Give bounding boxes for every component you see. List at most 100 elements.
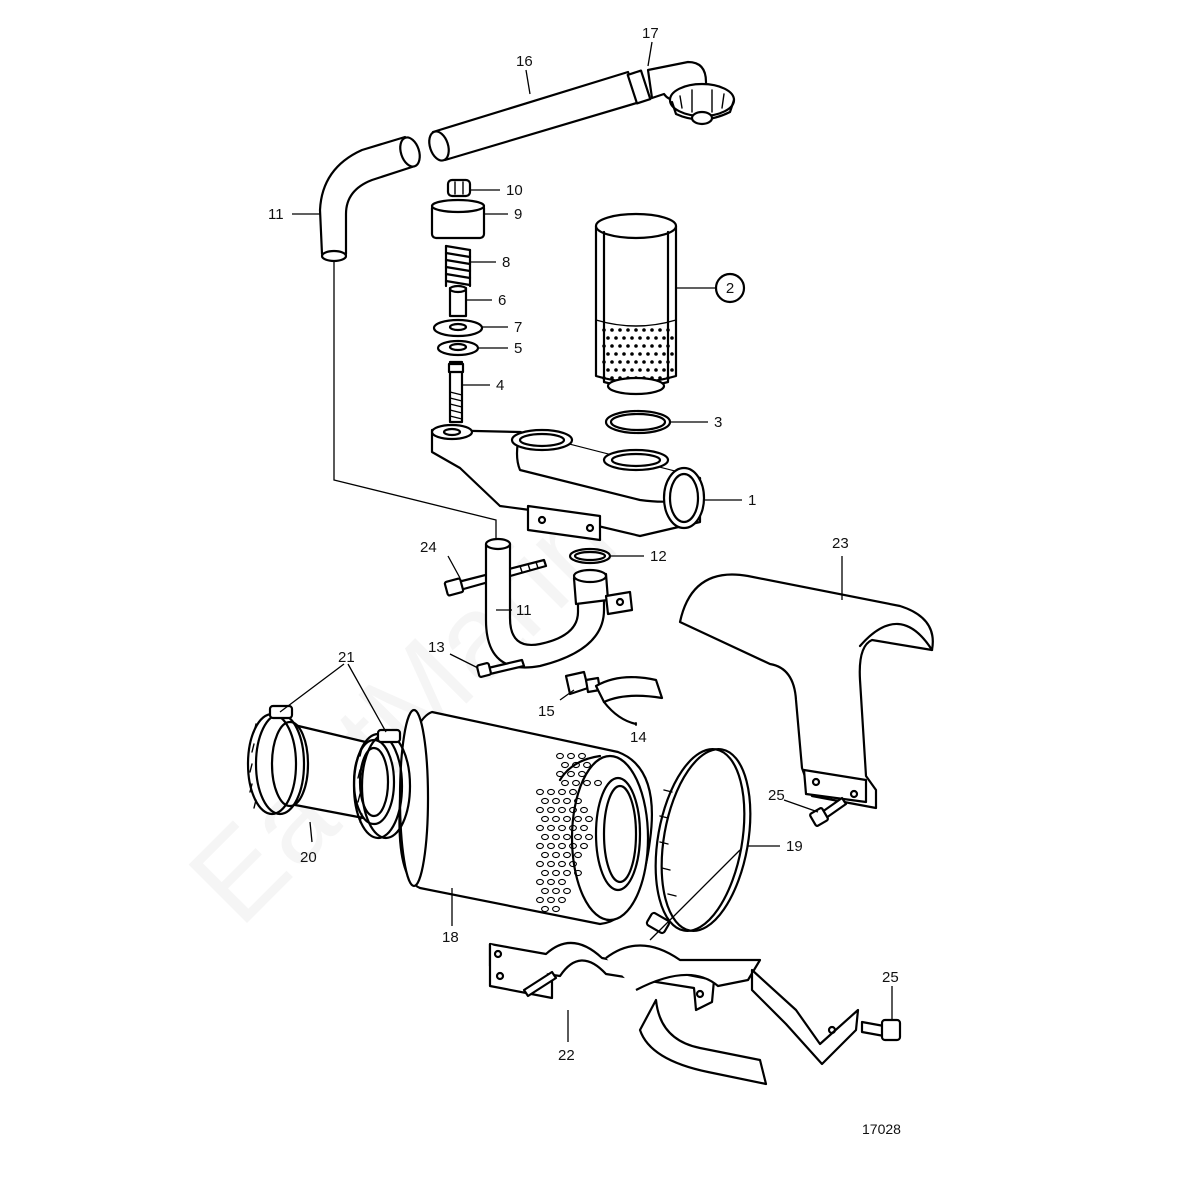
perforation-dot (670, 336, 674, 340)
perforation-dot (536, 788, 544, 796)
part-8-spring (444, 244, 472, 288)
callout-2-circle (714, 272, 746, 304)
part-5-seal (436, 339, 480, 357)
perforation-dot (580, 806, 588, 814)
perforation-dot (638, 352, 642, 356)
part-19-large-clamp (645, 748, 752, 935)
part-15-nipple (564, 670, 602, 696)
callout-labels: 1 2 3 4 5 6 7 8 9 10 11 11 12 13 14 15 1… (268, 25, 899, 1064)
callout-15: 15 (538, 703, 555, 720)
perforation-dot (552, 905, 560, 913)
perforation-dot (634, 328, 638, 332)
perforation-dot (578, 752, 586, 760)
callout-9: 9 (514, 206, 522, 223)
perforation-dot (541, 851, 549, 859)
perforation-dot (552, 833, 560, 841)
perforation-dot (563, 887, 571, 895)
perforation-dot (618, 360, 622, 364)
callout-19: 19 (786, 838, 803, 855)
perforation-dot (622, 352, 626, 356)
perforation-dot (614, 352, 618, 356)
perforation-dot (574, 833, 582, 841)
perforation-dot (626, 328, 630, 332)
callout-11-lower: 11 (516, 602, 532, 619)
perforation-dot (541, 815, 549, 823)
part-7-washer (432, 318, 484, 338)
perforation-dot (622, 336, 626, 340)
callout-11-upper: 11 (268, 206, 284, 223)
perforation-dot (622, 368, 626, 372)
perforation-dot (658, 360, 662, 364)
perforation-dot (558, 824, 566, 832)
perforation-dot (558, 842, 566, 850)
callout-6: 6 (498, 292, 506, 309)
perforation-dot (610, 360, 614, 364)
perforation-dot (547, 806, 555, 814)
perforation-dot (626, 344, 630, 348)
part-4-stud (447, 360, 465, 424)
perforation-dot (646, 352, 650, 356)
perforation-dot (583, 779, 591, 787)
perforation-dot (606, 368, 610, 372)
callout-1: 1 (748, 492, 756, 509)
perforation-dot (574, 815, 582, 823)
part-3-o-ring (604, 409, 672, 435)
perforation-dot (558, 860, 566, 868)
perforation-dot (658, 344, 662, 348)
perforation-dot (666, 344, 670, 348)
hose-route-line (333, 262, 497, 540)
perforation-dot (630, 368, 634, 372)
perforation-dot (580, 824, 588, 832)
perforation-dot (563, 869, 571, 877)
perforation-dot (646, 368, 650, 372)
perforation-dot (606, 352, 610, 356)
perforation-dot (580, 842, 588, 850)
perforation-dot (574, 869, 582, 877)
perforation-dot (670, 352, 674, 356)
part-17-elbow-and-cap (626, 60, 736, 126)
callout-8: 8 (502, 254, 510, 271)
perforation-dot (602, 376, 606, 380)
perforation-dot (650, 344, 654, 348)
callout-4: 4 (496, 377, 504, 394)
perforation-dot (552, 815, 560, 823)
part-25-upper-bolt (809, 796, 848, 827)
perforation-dot (569, 860, 577, 868)
perforation-dot (536, 878, 544, 886)
callout-25-upper: 25 (768, 787, 785, 804)
perforation-dot (610, 344, 614, 348)
perforation-dot (618, 328, 622, 332)
perforation-dot (547, 896, 555, 904)
perforation-dot (650, 328, 654, 332)
perforation-dot (650, 360, 654, 364)
part-23-heat-shield (678, 573, 934, 810)
perforation-dot (547, 860, 555, 868)
perforation-dot (569, 788, 577, 796)
part-25-lower-bolt (860, 1018, 902, 1042)
perforation-dot (662, 352, 666, 356)
callout-7: 7 (514, 319, 522, 336)
perforation-dot (556, 752, 564, 760)
perforation-dot (646, 336, 650, 340)
perforation-dot (547, 878, 555, 886)
part-6-sleeve (448, 284, 468, 318)
callout-16: 16 (516, 53, 533, 70)
part-16-hose (428, 70, 642, 162)
perforation-dot (666, 360, 670, 364)
callout-17: 17 (642, 25, 659, 42)
part-12-o-ring (568, 547, 612, 565)
part-1-manifold (430, 423, 706, 542)
perforation-dot (602, 360, 606, 364)
perforation-dot (602, 328, 606, 332)
perforation-dot (658, 328, 662, 332)
perforation-dot (614, 368, 618, 372)
perforation-dot (572, 761, 580, 769)
part-21-clamps (246, 704, 412, 840)
perforation-dot (583, 761, 591, 769)
part-18-air-filter-housing (398, 708, 654, 926)
perforation-dot (574, 851, 582, 859)
perforation-dot (574, 797, 582, 805)
perforation-dot (662, 368, 666, 372)
perforation-dot (536, 824, 544, 832)
callout-12: 12 (650, 548, 667, 565)
